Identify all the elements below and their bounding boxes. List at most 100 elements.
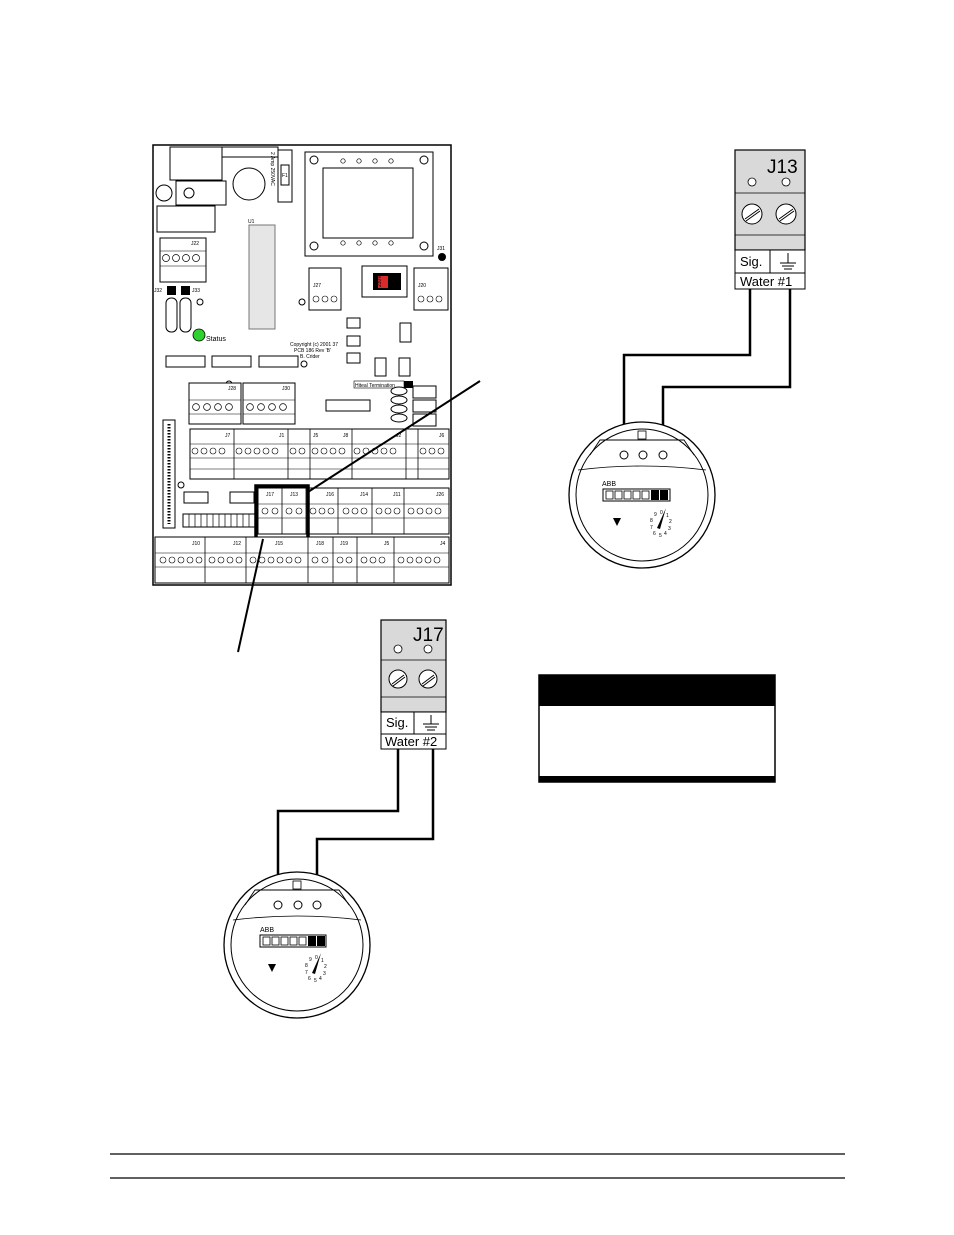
dial-needle-icon	[312, 953, 321, 974]
svg-text:J2: J2	[396, 433, 402, 439]
svg-text:2: 2	[669, 519, 672, 525]
svg-text:5: 5	[659, 533, 662, 539]
terminal-j22: J22	[159, 237, 207, 283]
transformer	[304, 151, 434, 257]
svg-text:J26: J26	[436, 492, 444, 498]
svg-text:8: 8	[650, 518, 653, 524]
svg-text:6: 6	[653, 531, 656, 537]
screw-terminal-icon	[775, 203, 797, 225]
status-led-icon	[192, 328, 206, 342]
svg-text:4: 4	[664, 531, 667, 537]
svg-text:J18: J18	[316, 541, 324, 547]
svg-text:1: 1	[666, 513, 669, 519]
svg-text:4: 4	[319, 976, 322, 982]
termination-label: Hiteal Termination	[355, 383, 395, 389]
voltage-label: 230V	[377, 275, 383, 287]
terminal-strip-middle: J17 J13 J16 J14 J11 J26	[257, 487, 450, 535]
wires-water1	[622, 289, 792, 455]
j17-label: J17	[413, 625, 444, 646]
screw-terminal-icon	[388, 669, 408, 689]
meter2-dial: 0 1 2 3 4 5 6 7 8 9	[305, 953, 327, 984]
water-meter-1: ABB 0 1 2 3 4 5 6 7 8 9	[568, 421, 716, 569]
flow-arrow-icon	[613, 518, 621, 526]
svg-text:J10: J10	[192, 541, 200, 547]
fuse-f1: F1 2 Amp 250VAC	[269, 149, 293, 203]
terminal-j20: J20	[413, 267, 449, 311]
meter2-brand: ABB	[260, 927, 274, 934]
svg-text:9: 9	[654, 512, 657, 518]
j13-label: J13	[767, 157, 798, 178]
u1-label: U1	[248, 219, 255, 225]
water1-label: Water #1	[740, 274, 792, 289]
connector-j13-water1: J13 Sig. Water #1	[734, 149, 806, 290]
j31-label: J31	[437, 246, 445, 252]
svg-text:J28: J28	[228, 386, 236, 392]
j13-sig-label: Sig.	[740, 254, 762, 269]
terminal-strip-lower: J10 J12 J15 J18 J19 J5 J4	[154, 536, 450, 584]
status-label: Status	[206, 336, 226, 343]
svg-text:J22: J22	[191, 241, 199, 247]
meter1-brand: ABB	[602, 481, 616, 488]
svg-text:J16: J16	[326, 492, 334, 498]
connector-j17-water2: J17 Sig. Water #2	[380, 619, 447, 750]
meter1-dial: 0 1 2 3 4 5 6 7 8 9	[650, 508, 672, 539]
copyright-1: Copyright (c) 2001 37	[290, 342, 338, 348]
svg-text:9: 9	[309, 957, 312, 963]
svg-text:7: 7	[305, 970, 308, 976]
terminal-j30: J30	[242, 382, 296, 425]
svg-text:0: 0	[315, 955, 318, 961]
svg-text:2: 2	[324, 964, 327, 970]
warning-box: WARNING!	[538, 674, 776, 783]
svg-text:J32: J32	[154, 288, 162, 294]
voltage-switch: 230V	[361, 265, 408, 298]
water-meter-2: ABB 0 1 2 3 4 5 6 7 8 9	[223, 871, 371, 1019]
svg-text:6: 6	[308, 976, 311, 982]
ground-symbol-icon	[423, 715, 439, 731]
svg-text:J20: J20	[418, 283, 426, 289]
svg-text:J4: J4	[440, 541, 446, 547]
svg-text:J14: J14	[360, 492, 368, 498]
meter2-odometer	[259, 934, 327, 948]
svg-text:J5: J5	[313, 433, 319, 439]
terminal-j28: J28	[188, 382, 242, 425]
svg-text:J30: J30	[282, 386, 290, 392]
ground-symbol-icon	[780, 253, 796, 270]
control-board: F1 2 Amp 250VAC U1 J31	[152, 144, 452, 586]
board-j13-label: J13	[290, 492, 298, 498]
svg-text:J12: J12	[233, 541, 241, 547]
water2-label: Water #2	[385, 734, 437, 749]
svg-text:5: 5	[314, 978, 317, 984]
svg-text:J7: J7	[225, 433, 231, 439]
warning-title: WARNING!	[606, 682, 708, 703]
terminal-strip-upper: J7 J1 J5 J8 J2 J6	[189, 428, 450, 480]
board-j17-label: J17	[266, 492, 274, 498]
svg-text:8: 8	[305, 963, 308, 969]
svg-text:J33: J33	[192, 288, 200, 294]
flow-arrow-icon	[268, 964, 276, 972]
svg-text:1: 1	[321, 958, 324, 964]
j17-sig-label: Sig.	[386, 715, 408, 730]
terminal-j27: J27	[308, 267, 342, 311]
dial-needle-icon	[657, 508, 666, 529]
svg-text:0: 0	[660, 510, 663, 516]
svg-text:3: 3	[323, 971, 326, 977]
fuse-label: F1	[282, 173, 288, 179]
svg-text:J11: J11	[393, 492, 401, 498]
screw-terminal-icon	[741, 203, 763, 225]
svg-text:7: 7	[650, 525, 653, 531]
screw-terminal-icon	[418, 669, 438, 689]
svg-text:J6: J6	[439, 433, 445, 439]
svg-text:3: 3	[668, 526, 671, 532]
wires-water2	[276, 749, 435, 903]
svg-text:J8: J8	[343, 433, 349, 439]
svg-text:J5: J5	[384, 541, 390, 547]
svg-text:J19: J19	[340, 541, 348, 547]
copyright-2: PCB 186 Rev 'B'	[294, 348, 331, 354]
svg-text:J1: J1	[279, 433, 285, 439]
meter1-odometer	[602, 488, 671, 502]
fuse-rating: 2 Amp 250VAC	[269, 152, 275, 186]
callout-line-water2	[237, 538, 264, 653]
copyright-3: B. Crider	[300, 354, 320, 360]
callout-line-water1	[307, 380, 481, 493]
